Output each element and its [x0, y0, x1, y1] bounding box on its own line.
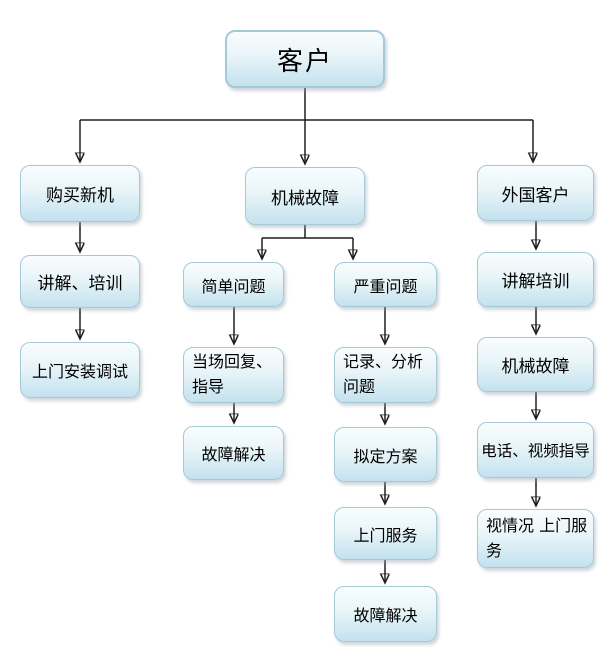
node-record-analyze-problem: 记录、分析问题	[334, 347, 437, 403]
node-conditional-onsite-service: 视情况 上门服务	[477, 509, 594, 568]
node-serious-problem: 严重问题	[334, 262, 437, 307]
node-onspot-reply-guidance: 当场回复、指导	[183, 347, 284, 403]
node-phone-video-guidance: 电话、视频指导	[477, 422, 594, 478]
node-buy-new-machine: 购买新机	[20, 165, 140, 222]
node-mechanical-failure: 机械故障	[245, 167, 365, 225]
node-fault-resolved-left: 故障解决	[183, 426, 284, 480]
node-foreign-customer: 外国客户	[477, 165, 594, 221]
node-onsite-install-debug: 上门安装调试	[20, 342, 140, 398]
node-explain-training: 讲解、培训	[20, 255, 140, 308]
node-fault-resolved-right: 故障解决	[334, 586, 437, 642]
node-customer: 客户	[225, 30, 385, 88]
node-simple-problem: 简单问题	[183, 262, 284, 307]
node-onsite-service: 上门服务	[334, 507, 437, 560]
node-explain-training-foreign: 讲解培训	[477, 252, 594, 307]
node-mechanical-failure-foreign: 机械故障	[477, 337, 594, 392]
node-draft-plan: 拟定方案	[334, 427, 437, 482]
